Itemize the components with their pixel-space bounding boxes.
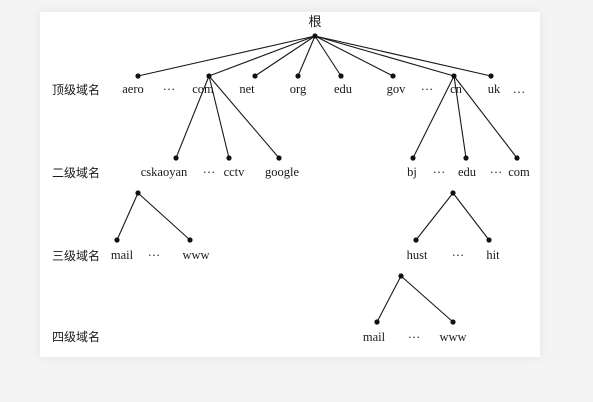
node-www (187, 237, 193, 243)
label-com: com (192, 82, 214, 96)
edge-edu-hust (415, 192, 454, 241)
node-hust (413, 237, 419, 243)
edge-com-cctv (208, 75, 230, 159)
tree-nodes (114, 33, 520, 325)
root-label: 根 (308, 15, 321, 30)
label-www: www (182, 248, 209, 262)
node-mail (114, 237, 120, 243)
node-cn-edu (463, 155, 469, 161)
node-gov (390, 73, 396, 79)
node-hust-mail (374, 319, 380, 325)
node-cn-com (514, 155, 520, 161)
label-edu: edu (334, 82, 353, 96)
edge-cn-com (453, 75, 518, 159)
label-cn-com: com (508, 165, 530, 179)
label-mail: mail (111, 248, 134, 262)
label-cn-edu: edu (458, 165, 477, 179)
node-root (312, 33, 318, 39)
label-cn-ellipsis-1: … (433, 162, 446, 176)
label-cn: cn (450, 82, 463, 96)
edge-hust-www (400, 275, 454, 323)
node-uk (488, 73, 494, 79)
edge-root-cn (314, 35, 455, 77)
edge-hust-mail (376, 275, 402, 323)
label-bj: bj (407, 165, 417, 179)
node-cskaoyan (173, 155, 179, 161)
label-hust-ellipsis: … (408, 327, 421, 341)
node-net (252, 73, 258, 79)
edge-com-google (208, 75, 280, 159)
edge-root-aero (137, 35, 316, 77)
label-uk: uk (488, 82, 501, 96)
edge-com-cskaoyan (175, 75, 210, 159)
node-hit (486, 237, 492, 243)
label-hit: hit (486, 248, 500, 262)
label-cn-ellipsis-2: … (490, 162, 503, 176)
label-hust-mail: mail (363, 330, 386, 344)
edge-root-uk (314, 35, 492, 77)
label-gov: gov (387, 82, 407, 96)
edge-edu-hit (452, 192, 490, 241)
level-label-top: 顶级域名 (52, 82, 100, 97)
node-edu (338, 73, 344, 79)
edge-root-gov (314, 35, 394, 77)
node-bj (410, 155, 416, 161)
node-cctv (226, 155, 232, 161)
edge-cn-edu (453, 75, 467, 159)
edge-cskaoyan-mail (116, 192, 139, 241)
level-label-second: 二级域名 (52, 165, 100, 180)
edge-cskaoyan-www (137, 192, 191, 241)
node-google (276, 155, 282, 161)
node-cskaoyan-branch (135, 190, 141, 196)
label-mail-ellipsis: … (148, 245, 161, 259)
label-top-ellipsis-3: … (513, 82, 526, 96)
node-cn (451, 73, 457, 79)
label-google: google (265, 165, 299, 179)
label-cskaoyan: cskaoyan (141, 165, 188, 179)
edge-root-net (254, 35, 316, 77)
node-org (295, 73, 301, 79)
label-com-ellipsis: … (203, 162, 216, 176)
edge-root-edu (314, 35, 342, 77)
label-top-ellipsis-2: … (421, 79, 434, 93)
edge-root-com (208, 35, 316, 77)
level-label-fourth: 四级域名 (52, 329, 100, 344)
tree-labels: 根 顶级域名 二级域名 三级域名 四级域名 aero … com net org… (52, 15, 530, 344)
tree-edges (116, 35, 518, 323)
label-net: net (239, 82, 255, 96)
edge-cn-bj (412, 75, 455, 159)
edge-root-org (297, 35, 316, 77)
node-aero (135, 73, 141, 79)
node-com (206, 73, 212, 79)
label-hust-www: www (439, 330, 466, 344)
level-label-third: 三级域名 (52, 248, 100, 263)
label-hust: hust (407, 248, 428, 262)
diagram-card (40, 12, 540, 357)
label-cctv: cctv (224, 165, 246, 179)
node-hust-branch (398, 273, 404, 279)
label-org: org (290, 82, 307, 96)
label-edu-ellipsis: … (452, 245, 465, 259)
label-aero: aero (122, 82, 144, 96)
node-hust-www (450, 319, 456, 325)
node-edu-branch (450, 190, 456, 196)
label-top-ellipsis-1: … (163, 79, 176, 93)
